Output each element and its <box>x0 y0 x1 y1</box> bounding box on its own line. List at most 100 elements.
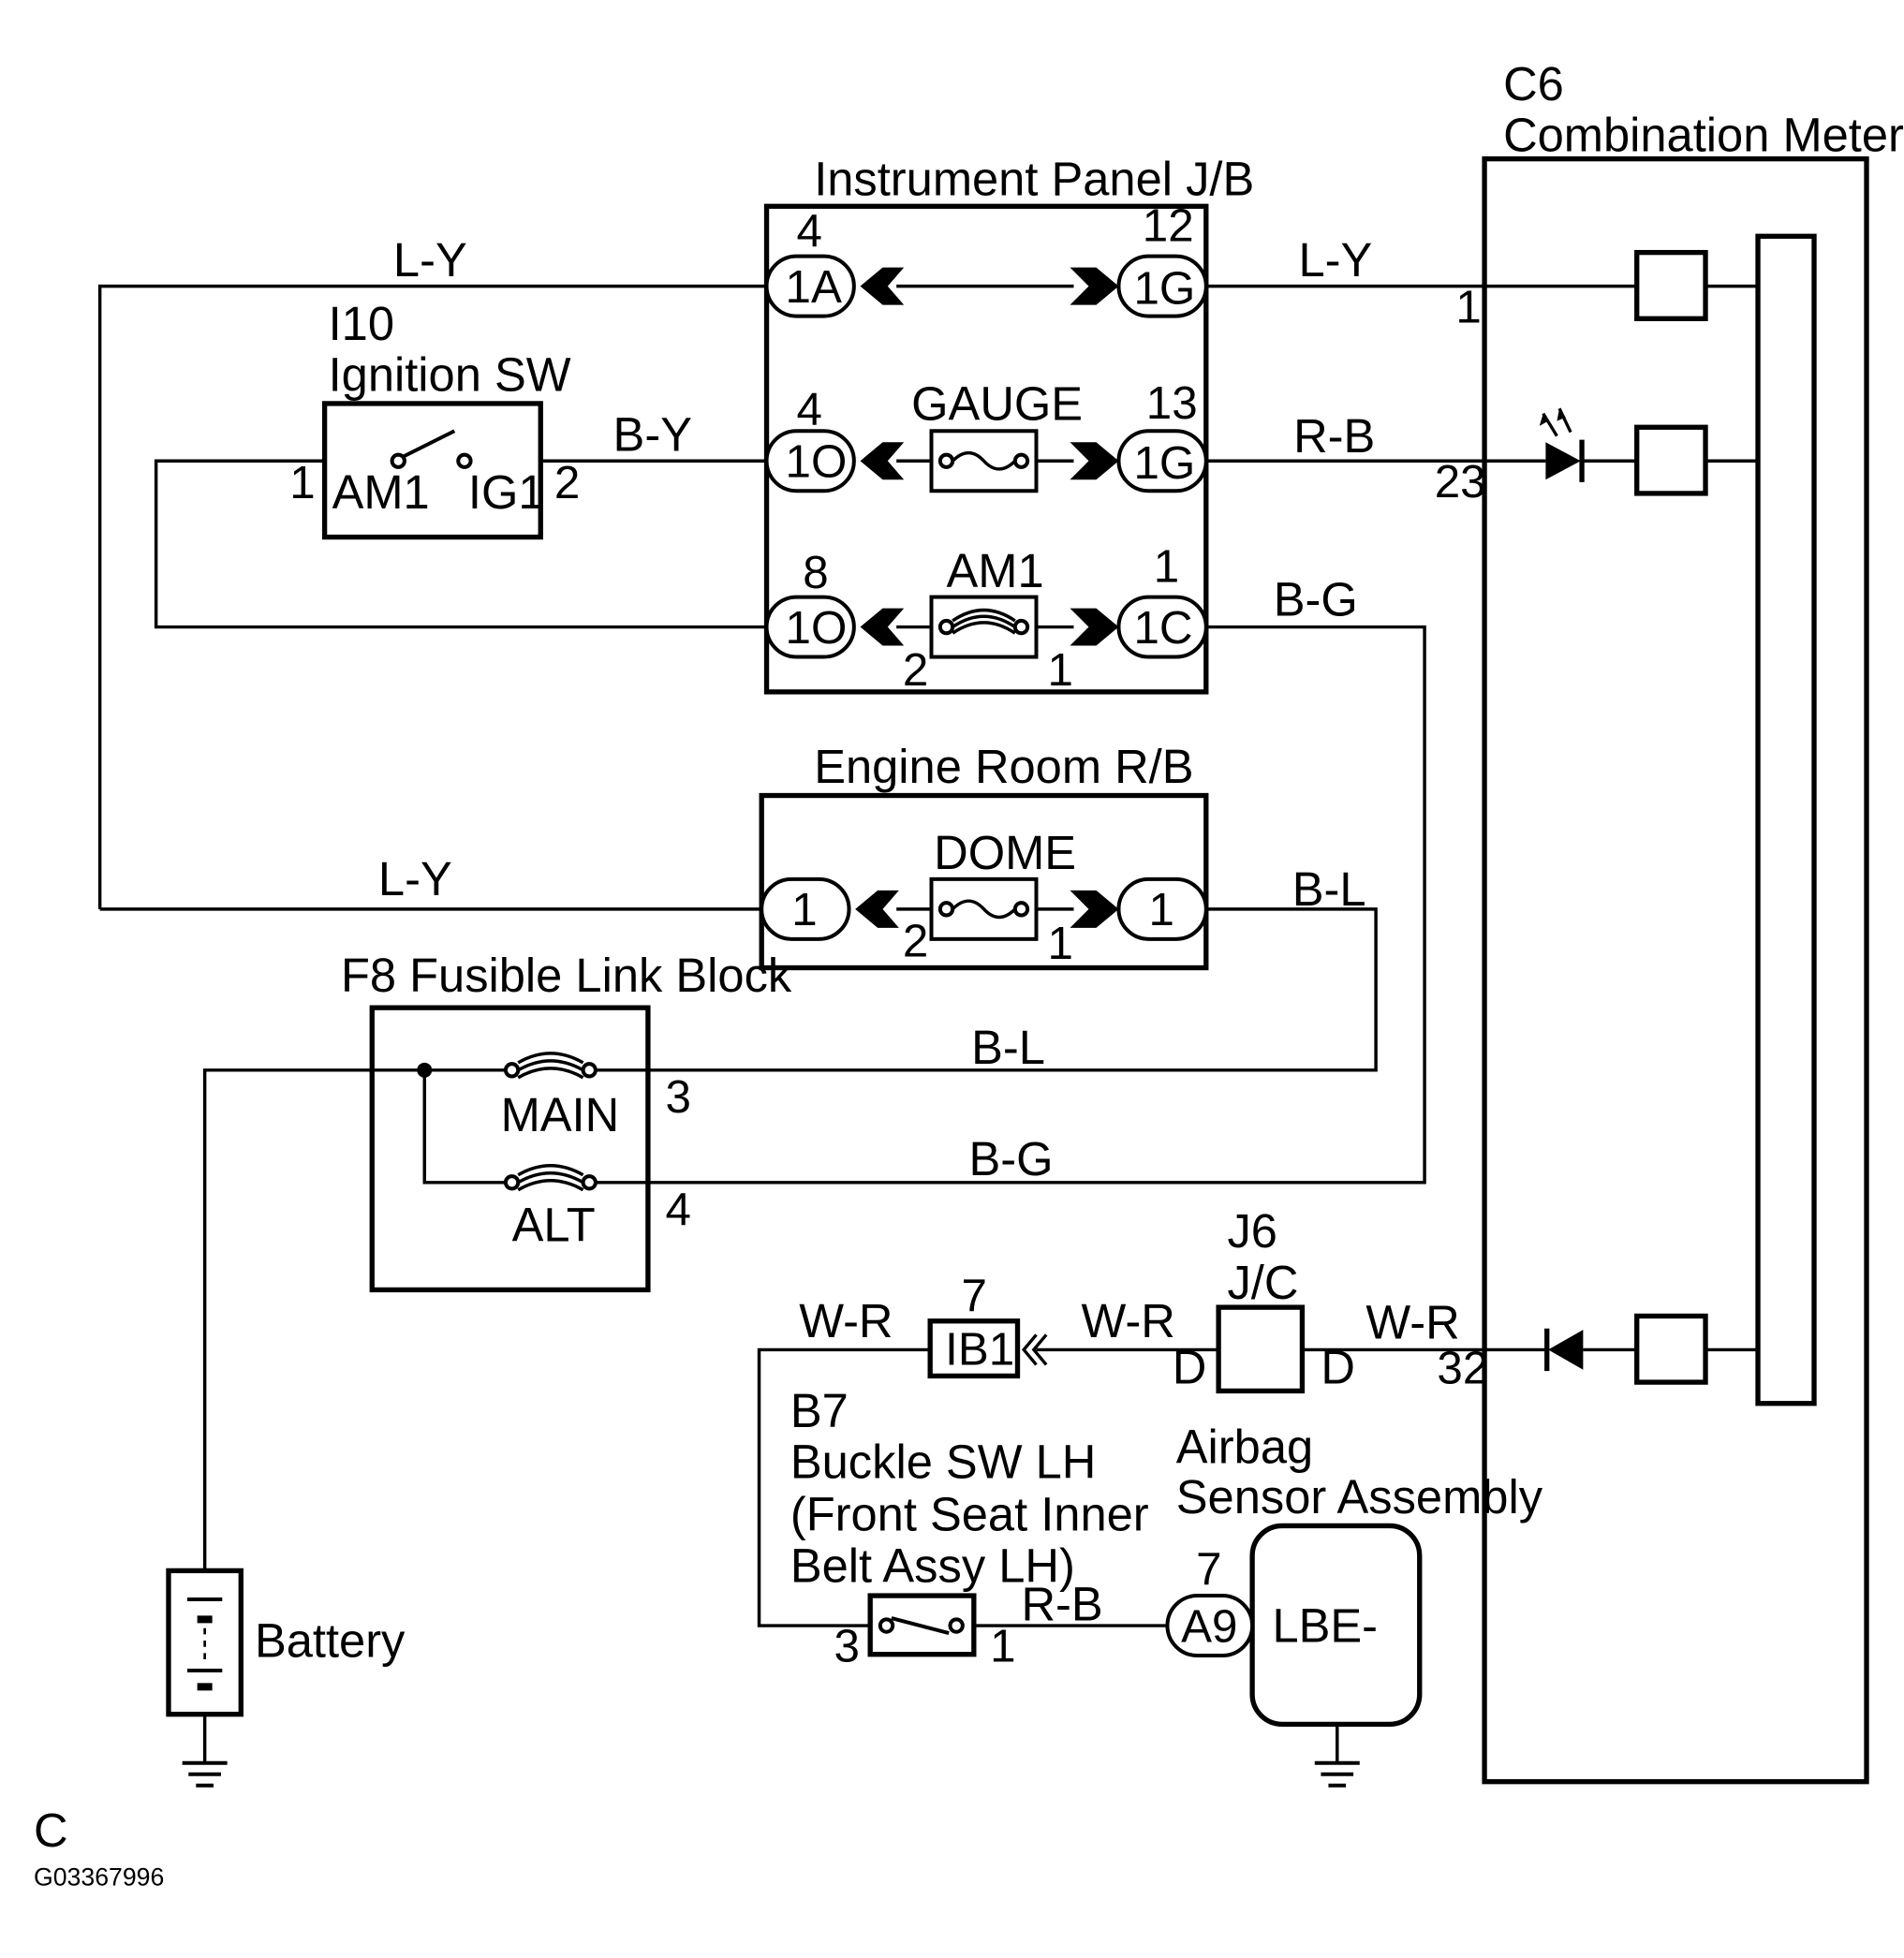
buckle-code: B7 <box>790 1384 849 1437</box>
meter-pin-top: 1 <box>1455 281 1481 332</box>
pin-8: 8 <box>803 547 828 598</box>
wire-label-rb-meter: R-B <box>1293 409 1375 463</box>
connector-1g-a-label: 1G <box>1133 262 1195 314</box>
airbag-sensor: A9 7 LBE- Airbag Sensor Assembly <box>1165 1421 1543 1788</box>
fuse-dome-pin-left: 2 <box>903 916 928 967</box>
battery-label: Battery <box>255 1613 406 1667</box>
connector-1g-b-label: 1G <box>1133 437 1195 489</box>
engine-rb-conn-left-label: 1 <box>791 884 817 935</box>
engine-rb-conn-right <box>1116 876 1208 941</box>
meter-pin-bot: 32 <box>1437 1342 1488 1393</box>
engine-rb-frame <box>759 792 1209 971</box>
led-icon <box>1539 407 1585 482</box>
wire-label-bl-main: B-L <box>971 1021 1045 1074</box>
meter-terminal-2 <box>1634 424 1708 496</box>
jc-code: J6 <box>1227 1204 1277 1258</box>
wire-label-by: B-Y <box>613 408 692 462</box>
connector-1g-a <box>1116 254 1208 318</box>
ib1-pin: 7 <box>961 1270 986 1321</box>
meter-terminal-3 <box>1634 1313 1708 1385</box>
plug-right-2 <box>1070 442 1119 480</box>
fuse-main-icon <box>503 1052 598 1080</box>
plug-left-rb <box>855 890 899 928</box>
fusible-link-block: F8 Fusible Link Block MAIN ALT 3 4 <box>341 949 792 1293</box>
wire-label-wr-right: W-R <box>1365 1295 1459 1348</box>
footer-code: G03367996 <box>34 1862 164 1891</box>
meter-bar <box>1755 233 1817 1406</box>
meter-terminal-1 <box>1634 249 1708 321</box>
wire-label-wr-left: W-R <box>799 1294 893 1347</box>
wire-label-ly-top-left: L-Y <box>393 233 467 287</box>
jb-frame <box>763 203 1209 695</box>
pin-1a: 4 <box>797 205 822 257</box>
fusible-title: F8 Fusible Link Block <box>341 949 792 1002</box>
footer-letter: C <box>34 1803 68 1857</box>
fuse-am1-pin-right: 1 <box>1047 644 1072 696</box>
airbag-ground-icon <box>1314 1760 1360 1788</box>
buckle-line3: Belt Assy LH) <box>790 1538 1075 1592</box>
meter-name: Combination Meter <box>1503 109 1904 162</box>
wire-label-bg-alt: B-G <box>968 1132 1053 1185</box>
wire-ly-top-left <box>97 284 767 909</box>
engine-rb-conn-right-label: 1 <box>1148 884 1173 935</box>
wire-label-ly-engine: L-Y <box>378 852 452 905</box>
diode-icon <box>1544 1328 1584 1372</box>
pin-13: 13 <box>1146 377 1198 429</box>
connector-1g-b <box>1116 429 1208 493</box>
pin-1c: 1 <box>1154 541 1179 593</box>
wire-wr-left <box>757 1347 931 1627</box>
fusible-pin-main: 3 <box>666 1071 691 1123</box>
fuse-am1-pin-left: 2 <box>903 644 928 696</box>
wire-label-rb-buckle: R-B <box>1021 1578 1102 1631</box>
ib1-label: IB1 <box>945 1323 1014 1375</box>
plug-left-1 <box>860 267 905 305</box>
buckle-pin-right: 1 <box>990 1621 1015 1672</box>
ignition-code: I10 <box>329 297 394 350</box>
wire-ign-am1 <box>154 459 767 629</box>
plug-right-3 <box>1070 608 1119 646</box>
wires <box>97 284 1759 1763</box>
fusible-frame <box>369 1005 651 1293</box>
jc-pin-right: D <box>1321 1340 1355 1393</box>
ignition-name: Ignition SW <box>329 348 571 402</box>
connector-a9-label: A9 <box>1181 1600 1237 1652</box>
meter-frame <box>1482 155 1869 1785</box>
plug-right-rb <box>1070 890 1119 928</box>
connector-1o-a <box>764 429 856 493</box>
fuse-am1-label: AM1 <box>947 544 1044 597</box>
buckle-switch: B7 Buckle SW LH (Front Seat Inner Belt A… <box>790 1384 1149 1672</box>
jc-frame <box>1216 1304 1306 1394</box>
junction-dot <box>417 1062 433 1078</box>
fuse-main-label: MAIN <box>501 1088 620 1141</box>
wire-meter-internal <box>1705 284 1759 1352</box>
ignition-frame <box>321 401 543 540</box>
fuse-dome-label: DOME <box>934 826 1076 879</box>
pin-12: 12 <box>1143 200 1194 252</box>
airbag-pin: 7 <box>1196 1543 1221 1595</box>
engine-room-rb: Engine Room R/B 1 DOME 1 2 1 <box>759 740 1209 971</box>
fuse-gauge-label: GAUGE <box>911 376 1083 430</box>
wire-label-ly-top-right: L-Y <box>1298 233 1372 287</box>
plug-left-2 <box>860 442 905 480</box>
airbag-line1: Airbag <box>1176 1421 1313 1474</box>
junction-connector: J6 J/C D D <box>1173 1204 1355 1393</box>
buckle-line1: Buckle SW LH <box>790 1435 1096 1489</box>
connector-1o-a-label: 1O <box>786 436 848 488</box>
ib1-plug-icon <box>1021 1333 1048 1366</box>
engine-rb-conn-left <box>760 876 851 941</box>
ignition-switch: I10 Ignition SW AM1 IG1 1 2 <box>289 297 580 540</box>
pin-4b: 4 <box>797 384 822 435</box>
connector-1c <box>1116 595 1208 659</box>
connector-1o-b-label: 1O <box>786 602 848 654</box>
buckle-pin-left: 3 <box>834 1621 860 1672</box>
plug-right-1 <box>1070 267 1119 305</box>
wire-fusible-bus <box>202 1068 509 1571</box>
instrument-panel-jb: Instrument Panel J/B 1A 4 1G 12 1O 4 GAU… <box>763 152 1254 696</box>
connector-1a-label: 1A <box>786 261 842 313</box>
ignition-contact <box>401 429 456 460</box>
jc-pin-left: D <box>1173 1340 1207 1393</box>
meter-pin-mid: 23 <box>1435 456 1486 508</box>
buckle-contact <box>891 1616 950 1635</box>
airbag-terminal: LBE- <box>1272 1598 1378 1652</box>
ignition-ig1: IG1 <box>468 465 545 519</box>
